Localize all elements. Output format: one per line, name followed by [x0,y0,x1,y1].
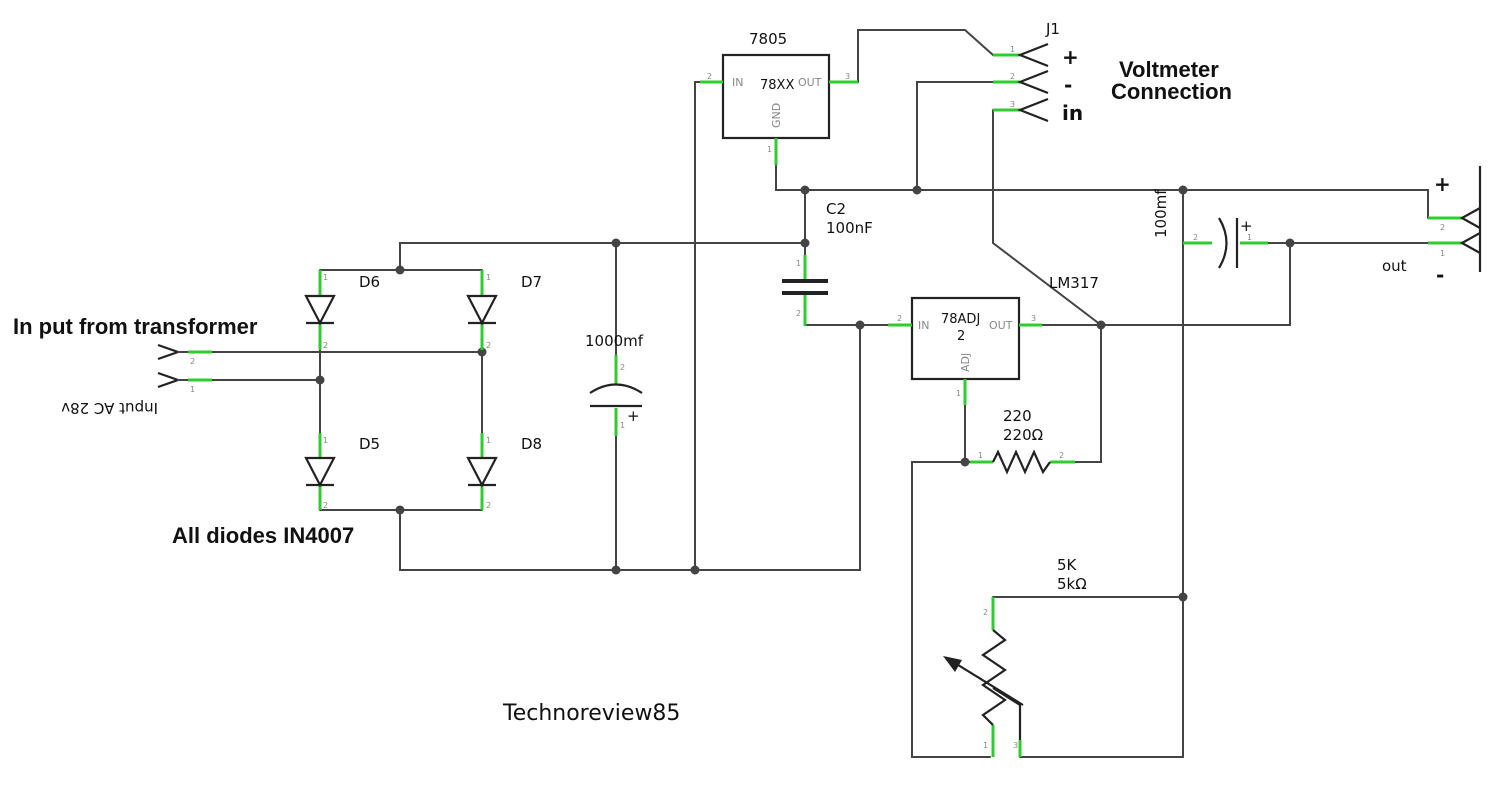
out-plus-label: + [1434,172,1451,196]
svg-text:ADJ: ADJ [959,353,972,372]
svg-text:3: 3 [1010,100,1015,109]
output-connector: 2 1 + - [1428,166,1482,287]
diodes-note: All diodes IN4007 [172,523,354,548]
resistor-220: 1 2 [970,449,1075,475]
svg-text:2: 2 [957,329,965,344]
svg-text:OUT: OUT [989,319,1013,332]
diode-d6: 1 2 [304,270,336,350]
svg-text:1: 1 [767,145,772,154]
out-minus-label: - [1436,263,1444,287]
label-d7: D7 [521,273,542,291]
svg-text:2: 2 [1193,233,1198,242]
label-pot-value: 5kΩ [1057,575,1087,593]
svg-text:2: 2 [707,72,712,81]
svg-text:1: 1 [1440,249,1445,258]
svg-text:2: 2 [486,341,491,350]
svg-text:2: 2 [323,501,328,510]
regulator-lm317: IN OUT 78ADJ 2 ADJ 2 3 1 [888,296,1042,405]
label-cap-bulk: 1000mf [585,332,644,350]
svg-text:1: 1 [1247,233,1252,242]
svg-text:2: 2 [620,363,625,372]
svg-text:1: 1 [323,273,328,282]
j1-plus-label: + [1062,45,1079,69]
svg-text:1: 1 [190,385,195,394]
svg-text:3: 3 [1031,314,1036,323]
svg-text:IN: IN [918,319,929,332]
label-c2-name: C2 [826,200,846,218]
svg-text:1: 1 [1010,45,1015,54]
j1-in-label: in [1062,101,1083,125]
capacitor-bulk: 2 1 + [589,355,643,436]
diode-d7: 1 2 [466,270,498,350]
svg-text:3: 3 [845,72,850,81]
svg-text:1: 1 [323,436,328,445]
svg-text:1: 1 [978,451,983,460]
voltmeter-title-line1: Voltmeter [1119,57,1219,82]
credit-text: Technoreview85 [502,701,680,726]
junctions [315,185,1295,602]
svg-text:2: 2 [486,501,491,510]
svg-text:GND: GND [770,103,783,128]
label-j1: J1 [1045,20,1060,38]
cap-out-plus: + [1240,217,1253,235]
label-lm317: LM317 [1049,274,1099,292]
regulator-7805: IN OUT 78XX GND 2 3 1 [700,53,858,165]
label-c2-value: 100nF [826,219,873,237]
svg-text:2: 2 [190,357,195,366]
svg-text:2: 2 [323,341,328,350]
label-d6: D6 [359,273,380,291]
label-r1-value: 220Ω [1003,426,1043,444]
svg-text:2: 2 [1440,223,1445,232]
label-pot-name: 5K [1057,556,1078,574]
label-d5: D5 [359,435,380,453]
input-title: In put from transformer [13,314,258,339]
svg-text:2: 2 [796,309,801,318]
svg-text:1: 1 [486,273,491,282]
svg-text:78XX: 78XX [760,78,794,93]
label-d8: D8 [521,435,542,453]
svg-text:3: 3 [1013,741,1018,750]
svg-text:2: 2 [897,314,902,323]
label-r1-name: 220 [1003,407,1032,425]
cap-bulk-plus: + [627,407,640,425]
input-connector: 2 1 [157,343,212,394]
svg-text:IN: IN [732,76,743,89]
diode-d8: 1 2 [466,433,498,510]
input-ac-label: Input AC 28v [61,399,158,417]
label-7805: 7805 [749,30,787,48]
diode-d5: 1 2 [304,433,336,510]
connector-j1: 1 2 3 + - in [993,42,1083,125]
svg-text:1: 1 [796,259,801,268]
capacitor-c2: 1 2 [782,255,828,326]
svg-text:2: 2 [1010,72,1015,81]
potentiometer-5k: 2 1 3 [943,597,1024,757]
svg-text:1: 1 [620,421,625,430]
label-out: out [1382,257,1407,275]
svg-text:1: 1 [486,436,491,445]
svg-text:1: 1 [956,389,961,398]
voltmeter-title-line2: Connection [1111,79,1232,104]
svg-text:2: 2 [1059,451,1064,460]
svg-text:78ADJ: 78ADJ [941,312,980,327]
capacitor-output: 2 1 + [1183,217,1268,269]
svg-text:OUT: OUT [798,76,822,89]
svg-text:2: 2 [983,608,988,617]
j1-minus-label: - [1064,73,1072,97]
label-cap-out: 100mf [1152,189,1170,238]
svg-text:1: 1 [983,741,988,750]
